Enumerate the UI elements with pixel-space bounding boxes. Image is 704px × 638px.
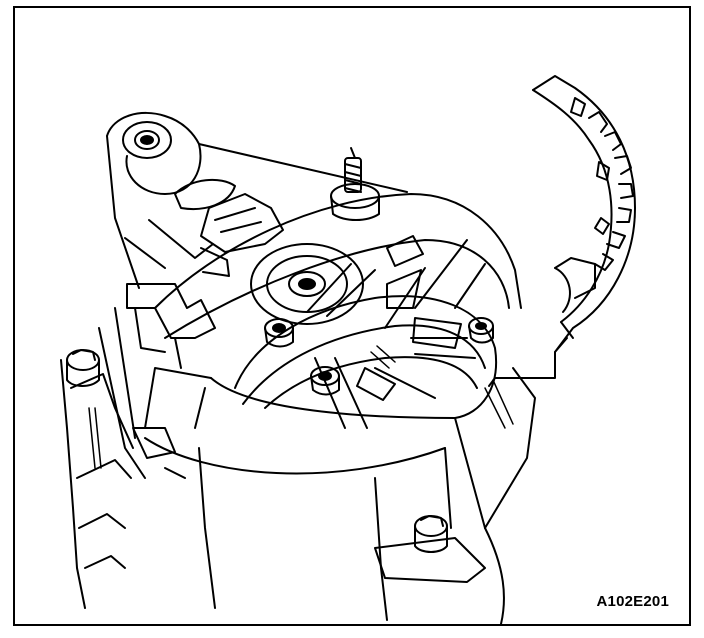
end-frame: [126, 193, 522, 429]
figure-frame: A102E201: [13, 6, 691, 626]
mounting-ear: [106, 111, 408, 289]
alternator-illustration: [60, 75, 636, 624]
through-bolt-left: [66, 349, 100, 387]
cover-nut-right: [468, 317, 494, 344]
shading-lines: [88, 345, 514, 469]
cover-nut-center: [310, 366, 340, 396]
removed-cover-segment: [488, 75, 636, 387]
cover-nut-left: [264, 318, 294, 348]
figure-reference-code: A102E201: [596, 593, 669, 610]
through-bolt-bottom: [414, 515, 448, 553]
output-terminal-stud: [330, 147, 380, 221]
alternator-housing: [60, 307, 536, 624]
center-hub: [250, 243, 364, 325]
